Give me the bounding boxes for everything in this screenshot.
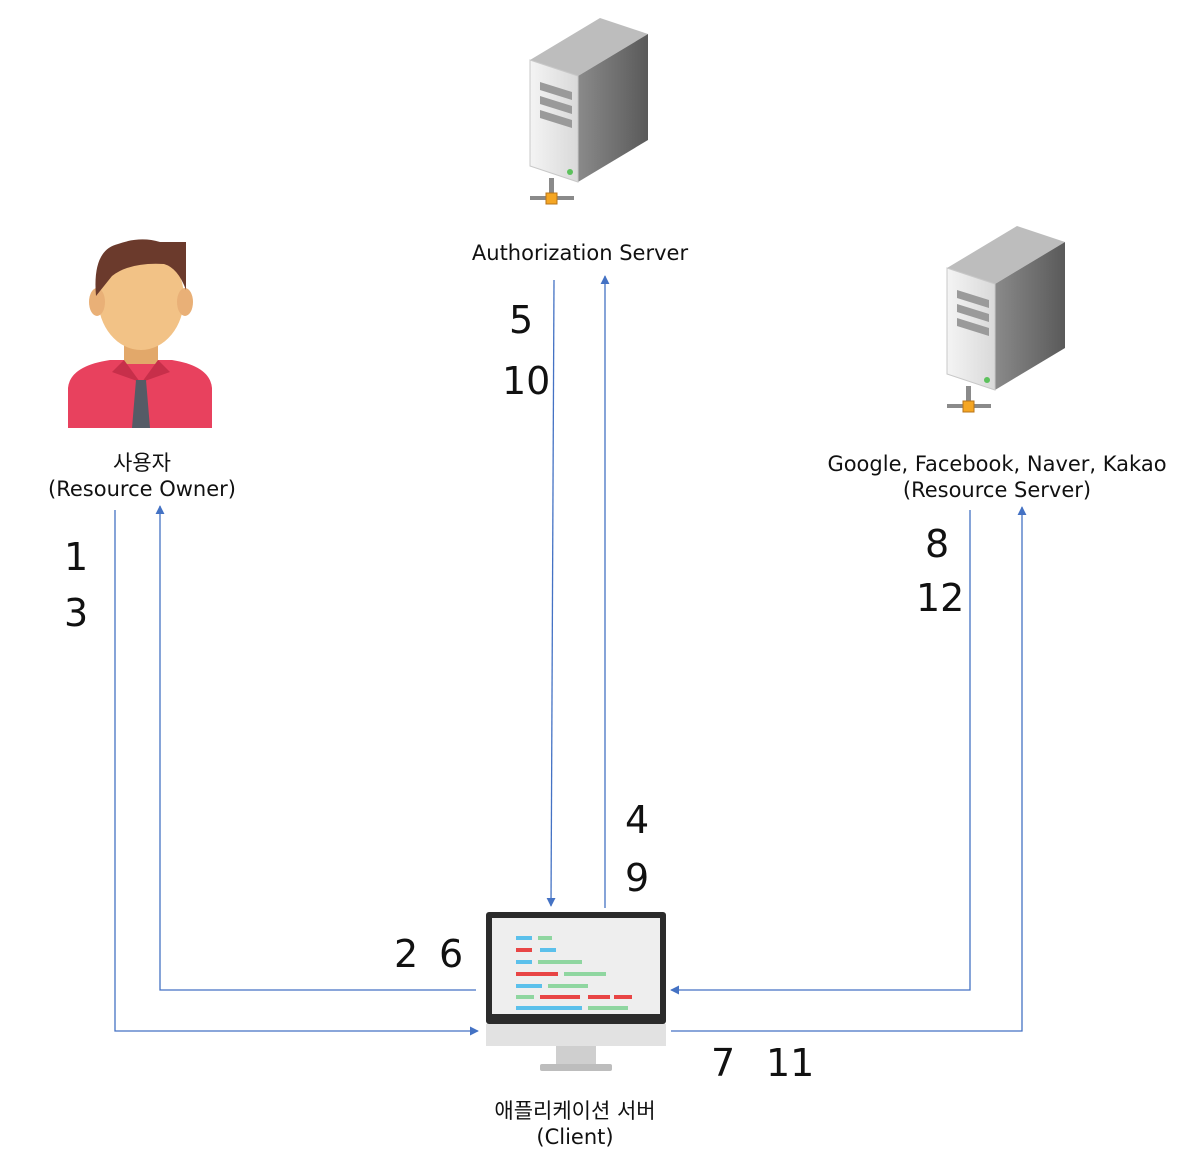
user-avatar-icon: [68, 239, 212, 428]
step-number: 2: [394, 932, 419, 976]
step-number: 4: [625, 798, 650, 842]
step-number: 5: [509, 298, 534, 342]
step-number: 6: [439, 932, 464, 976]
user-role: (Resource Owner): [48, 477, 236, 501]
arrow-client-to-user: [155, 505, 476, 991]
arrow-client-to-resource: [671, 506, 1027, 1032]
step-number: 10: [502, 359, 551, 403]
arrow-user-to-client: [114, 510, 479, 1036]
auth-server-label: Authorization Server: [440, 240, 720, 266]
arrow-auth-to-client: [546, 279, 556, 907]
step-number: 12: [916, 576, 965, 620]
client-label: 애플리케이션 서버 (Client): [440, 1098, 710, 1150]
client-monitor-icon: [486, 912, 666, 1071]
client-name: 애플리케이션 서버: [494, 1099, 656, 1123]
step-number: 11: [766, 1041, 815, 1085]
resource-server-label: Google, Facebook, Naver, Kakao (Resource…: [816, 451, 1178, 503]
arrow-resource-to-client: [670, 510, 971, 995]
resource-server-icon: [946, 226, 1065, 413]
resource-server-role: (Resource Server): [902, 478, 1092, 502]
step-number: 3: [64, 591, 89, 635]
user-name: 사용자: [113, 451, 171, 475]
step-number: 8: [925, 522, 950, 566]
client-role: (Client): [536, 1125, 614, 1149]
step-number: 1: [64, 535, 89, 579]
step-number: 7: [711, 1041, 736, 1085]
auth-server-name: Authorization Server: [471, 241, 689, 265]
resource-server-name: Google, Facebook, Naver, Kakao: [827, 452, 1167, 476]
auth-server-icon: [529, 18, 648, 205]
user-label: 사용자 (Resource Owner): [20, 450, 264, 502]
step-number: 9: [625, 856, 650, 900]
